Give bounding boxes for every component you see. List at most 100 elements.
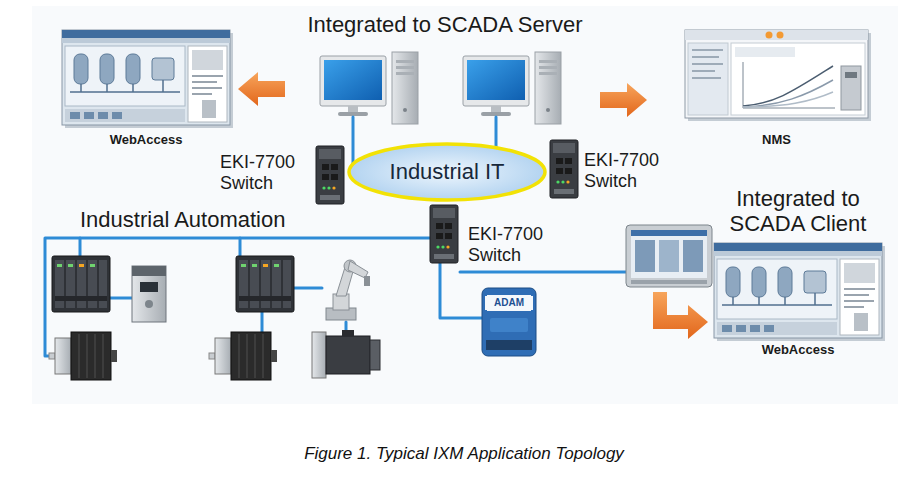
section-heading: Integrated to SCADA Server bbox=[278, 12, 612, 37]
hmi-panel bbox=[683, 240, 703, 272]
network-wire bbox=[79, 238, 82, 256]
switch-node: EKI-7700 Switch bbox=[220, 152, 304, 194]
computer-icon bbox=[320, 52, 418, 124]
plc-controller bbox=[236, 256, 294, 312]
plc-controller bbox=[236, 256, 294, 312]
switch-icon bbox=[550, 140, 578, 198]
webaccess-screenshot bbox=[62, 30, 233, 128]
nms-screenshot bbox=[692, 50, 723, 78]
inverter-drive bbox=[132, 266, 166, 276]
node-text: Industrial IT bbox=[347, 159, 547, 184]
servo-motor bbox=[312, 332, 326, 378]
screen-node: NMS bbox=[685, 131, 868, 149]
nms-screenshot bbox=[743, 92, 833, 107]
servo-motor bbox=[342, 330, 354, 336]
switch-icon bbox=[550, 140, 578, 198]
stepper-motor bbox=[49, 332, 117, 380]
stepper-motor bbox=[209, 332, 277, 380]
node-text: WebAccess bbox=[62, 133, 230, 148]
nms-screenshot bbox=[845, 72, 857, 78]
orange-arrow bbox=[238, 72, 708, 339]
inverter-drive bbox=[145, 300, 153, 308]
nms-screenshot bbox=[735, 47, 795, 57]
switch-node: EKI-7700 Switch bbox=[468, 224, 552, 266]
nms-screenshot bbox=[685, 30, 868, 118]
computer-icon bbox=[463, 52, 561, 124]
webaccess-screenshot bbox=[714, 243, 885, 341]
label-box: Figure 1. Typical IXM Application Topolo… bbox=[4, 444, 916, 464]
hmi-panel bbox=[631, 230, 707, 278]
switch-icon bbox=[316, 146, 344, 204]
label-box: Integrated to SCADA Server bbox=[278, 12, 612, 37]
hmi-panel bbox=[631, 230, 707, 236]
inverter-drive bbox=[132, 266, 166, 322]
inverter-drive bbox=[140, 282, 158, 292]
switch-icon bbox=[316, 146, 344, 204]
servo-motor bbox=[326, 336, 370, 374]
servo-motor bbox=[312, 330, 380, 378]
section-heading: Industrial Automation bbox=[80, 207, 324, 232]
network-wire bbox=[460, 271, 626, 274]
label-box: Industrial Automation bbox=[80, 207, 324, 232]
switch-icon bbox=[430, 205, 458, 263]
inverter-drive bbox=[132, 266, 166, 322]
robot-arm bbox=[364, 276, 370, 286]
device-brand: ADAM bbox=[485, 296, 533, 310]
screen-node: WebAccess bbox=[714, 341, 882, 359]
label-box: ADAM bbox=[485, 296, 533, 310]
node-text: EKI-7700 Switch bbox=[220, 152, 304, 193]
computer-icon bbox=[320, 52, 418, 124]
nms-screenshot bbox=[777, 32, 784, 39]
node-text: EKI-7700 Switch bbox=[584, 150, 668, 191]
orange-arrow bbox=[600, 83, 647, 117]
label-box: Integrated to SCADA Client bbox=[710, 186, 886, 237]
io-module bbox=[482, 288, 536, 356]
nms-screenshot bbox=[743, 80, 833, 107]
network-wire bbox=[292, 287, 322, 290]
node-text: WebAccess bbox=[714, 343, 882, 358]
switch-node: EKI-7700 Switch bbox=[584, 150, 668, 192]
io-module bbox=[482, 288, 536, 356]
network-wire bbox=[261, 312, 264, 332]
network-wire bbox=[45, 117, 626, 356]
hmi-panel bbox=[635, 240, 655, 272]
nms-screenshot bbox=[688, 33, 871, 121]
io-module bbox=[490, 318, 528, 332]
section-heading: Integrated to SCADA Client bbox=[710, 186, 886, 237]
hmi-panel bbox=[631, 280, 707, 284]
nms-screenshot bbox=[731, 43, 865, 115]
nms-screenshot bbox=[685, 30, 871, 121]
stepper-motor bbox=[49, 332, 117, 380]
plc-controller bbox=[52, 256, 110, 312]
hmi-panel bbox=[659, 240, 679, 272]
network-ellipse: Industrial IT bbox=[347, 142, 547, 202]
switch-icon bbox=[430, 205, 458, 263]
robot-arm bbox=[326, 260, 370, 320]
nms-screenshot bbox=[841, 66, 861, 110]
screen-node: WebAccess bbox=[62, 131, 230, 149]
backdrop bbox=[32, 6, 898, 404]
servo-motor bbox=[370, 340, 380, 370]
webaccess-screenshot bbox=[714, 243, 885, 341]
node-text: EKI-7700 Switch bbox=[468, 224, 552, 265]
node-text: NMS bbox=[685, 133, 868, 148]
nms-screenshot bbox=[766, 32, 773, 39]
figure-caption: Figure 1. Typical IXM Application Topolo… bbox=[4, 444, 916, 464]
webaccess-screenshot bbox=[62, 30, 233, 128]
orange-arrow bbox=[653, 292, 708, 339]
plc-controller bbox=[52, 256, 110, 312]
stepper-motor bbox=[209, 332, 277, 380]
network-wire bbox=[239, 238, 242, 256]
io-module bbox=[486, 340, 532, 350]
network-wire bbox=[110, 297, 132, 300]
computer-icon bbox=[463, 52, 561, 124]
orange-arrow bbox=[238, 72, 285, 106]
nms-screenshot bbox=[685, 30, 868, 40]
nms-screenshot bbox=[688, 43, 728, 115]
hmi-panel bbox=[626, 225, 712, 287]
